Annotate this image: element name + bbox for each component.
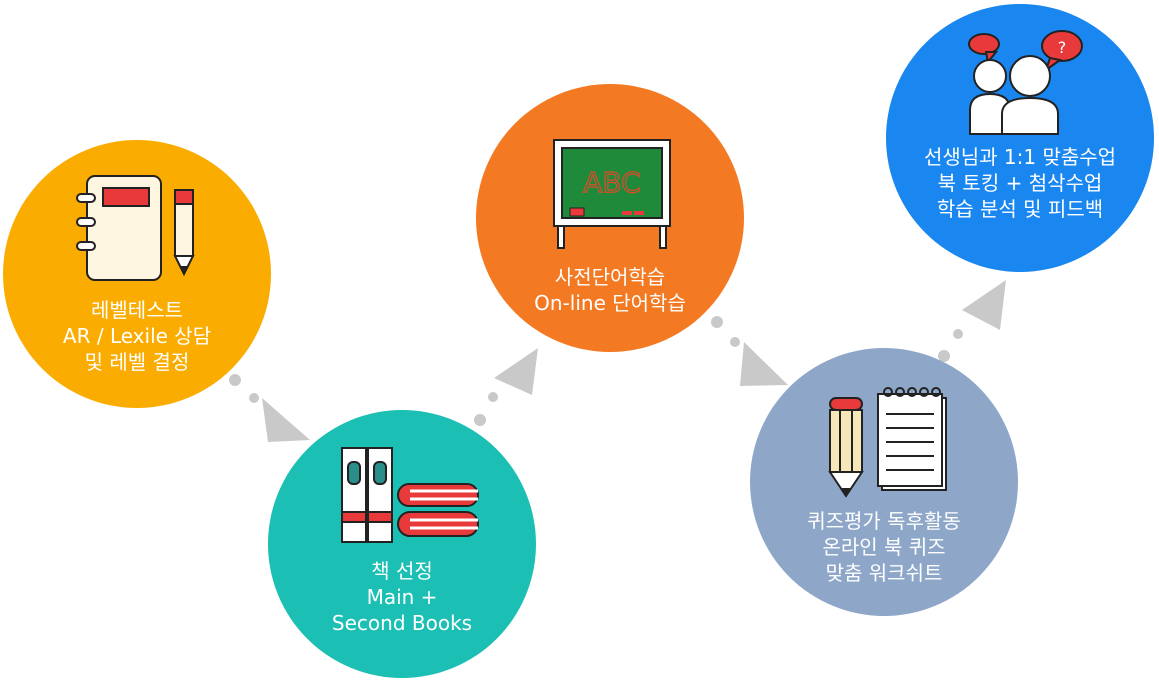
step-line: 선생님과 1:1 맞춤수업 [923,145,1117,169]
notebook-pencil-icon [76,175,195,281]
arrow-icon [262,398,310,442]
step-line: 온라인 북 퀴즈 [822,535,946,559]
arrow-icon [494,348,538,395]
step-line: 및 레벨 결정 [84,350,190,374]
step-quiz-activities: 퀴즈평가 독후활동 온라인 북 퀴즈 맞춤 워크쉬트 [750,348,1018,616]
step-book-selection: 책 선정 Main + Second Books [268,410,536,678]
step-level-test: 레벨테스트 AR / Lexile 상담 및 레벨 결정 [3,140,271,408]
step-line: 퀴즈평가 독후활동 [807,509,961,533]
step-line: Second Books [331,611,473,635]
step-line: 사전단어학습 [554,265,666,289]
question-mark: ? [1058,38,1067,57]
pencil-notepad-icon [828,387,947,498]
step-line: On-line 단어학습 [534,291,686,315]
people-talking-icon: ? [968,30,1083,135]
arrow-icon [740,342,788,386]
step-line: Main + [366,585,438,609]
step-line: 맞춤 워크쉬트 [825,561,943,585]
step-one-on-one-class: ? 선생님과 1:1 맞춤수업 북 토킹 + 첨삭수업 학습 분석 및 피드백 [886,4,1154,272]
step-vocabulary: ABC 사전단어학습 On-line 단어학습 [476,84,744,352]
chalkboard-icon: ABC [553,139,671,249]
step-line: 레벨테스트 [91,298,183,322]
step-line: 북 토킹 + 첨삭수업 [937,171,1103,195]
chalkboard-text: ABC [583,166,640,199]
step-line: 책 선정 [371,559,433,583]
step-line: AR / Lexile 상담 [62,324,212,348]
arrow-icon [962,280,1006,330]
step-line: 학습 분석 및 피드백 [936,197,1104,221]
books-icon [341,447,479,543]
